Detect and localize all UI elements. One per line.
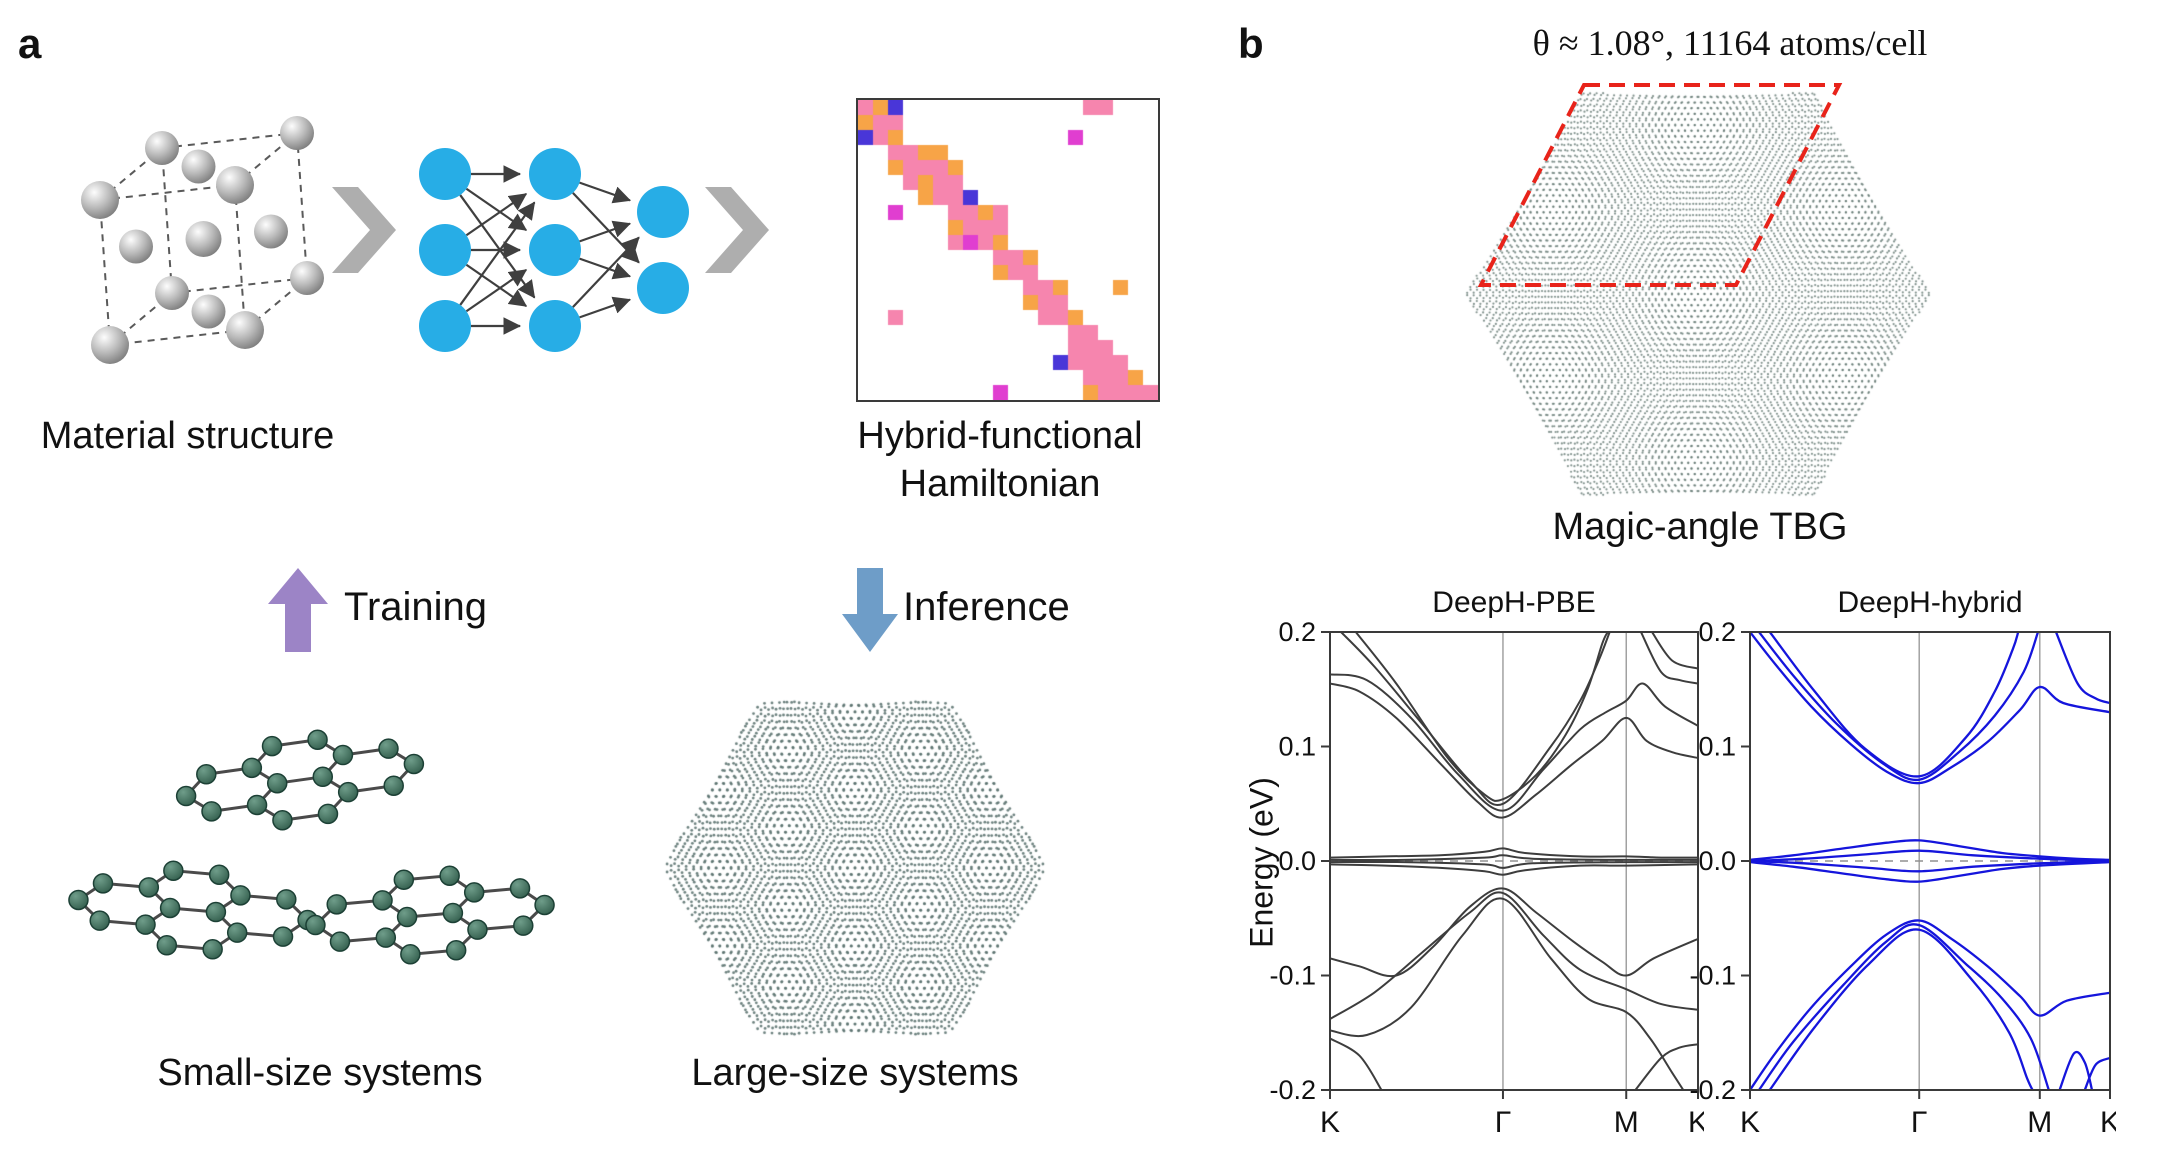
svg-text:0.0: 0.0 bbox=[1278, 846, 1316, 876]
caption-hamiltonian-line2: Hamiltonian bbox=[899, 463, 1101, 505]
inference-label: Inference bbox=[903, 585, 1070, 629]
svg-text:0.1: 0.1 bbox=[1698, 732, 1736, 762]
panel-b-label: b bbox=[1238, 20, 1264, 67]
caption-large-size-systems: Large-size systems bbox=[691, 1052, 1019, 1094]
svg-text:0.0: 0.0 bbox=[1698, 846, 1736, 876]
svg-text:M: M bbox=[2027, 1106, 2052, 1139]
svg-text:K: K bbox=[1688, 1106, 1704, 1139]
svg-text:Γ: Γ bbox=[1495, 1106, 1512, 1139]
caption-hybrid-functional-hamiltonian: Hybrid-functional Hamiltonian bbox=[820, 412, 1180, 508]
svg-text:-0.1: -0.1 bbox=[1269, 961, 1316, 991]
svg-text:-0.2: -0.2 bbox=[1269, 1075, 1316, 1105]
flow-chevron-icon bbox=[703, 185, 771, 275]
svg-text:M: M bbox=[1614, 1106, 1639, 1139]
svg-text:0.1: 0.1 bbox=[1278, 732, 1316, 762]
band-chart-title-pbe: DeepH-PBE bbox=[1432, 586, 1596, 619]
caption-magic-angle-tbg: Magic-angle TBG bbox=[1552, 506, 1848, 548]
training-label: Training bbox=[344, 585, 488, 629]
tbg-annotation: θ ≈ 1.08°, 11164 atoms/cell bbox=[1532, 23, 1928, 63]
caption-hamiltonian-line1: Hybrid-functional bbox=[857, 415, 1143, 457]
band-chart-title-hybrid: DeepH-hybrid bbox=[1837, 586, 2023, 619]
neural-network-illustration bbox=[405, 130, 705, 370]
large-systems-moire-illustration bbox=[650, 672, 1060, 1064]
svg-text:Γ: Γ bbox=[1911, 1106, 1928, 1139]
flow-chevron-icon bbox=[330, 185, 398, 275]
svg-text:-0.2: -0.2 bbox=[1689, 1075, 1736, 1105]
tbg-moire-illustration bbox=[1448, 64, 1948, 524]
svg-text:K: K bbox=[2100, 1106, 2116, 1139]
tbg-supercell-outline bbox=[1477, 83, 1843, 287]
inference-arrow-icon bbox=[840, 566, 900, 654]
small-systems-illustration bbox=[55, 700, 565, 990]
crystal-structure-illustration bbox=[60, 105, 360, 415]
svg-text:K: K bbox=[1740, 1106, 1760, 1139]
caption-material-structure: Material structure bbox=[40, 415, 335, 457]
caption-small-size-systems: Small-size systems bbox=[157, 1052, 483, 1094]
svg-text:-0.1: -0.1 bbox=[1689, 961, 1736, 991]
hamiltonian-matrix-heatmap bbox=[856, 98, 1160, 402]
svg-text:0.2: 0.2 bbox=[1278, 622, 1316, 647]
training-arrow-icon bbox=[266, 566, 330, 654]
panel-a-label: a bbox=[18, 20, 42, 67]
svg-text:K: K bbox=[1320, 1106, 1340, 1139]
svg-text:0.2: 0.2 bbox=[1698, 622, 1736, 647]
